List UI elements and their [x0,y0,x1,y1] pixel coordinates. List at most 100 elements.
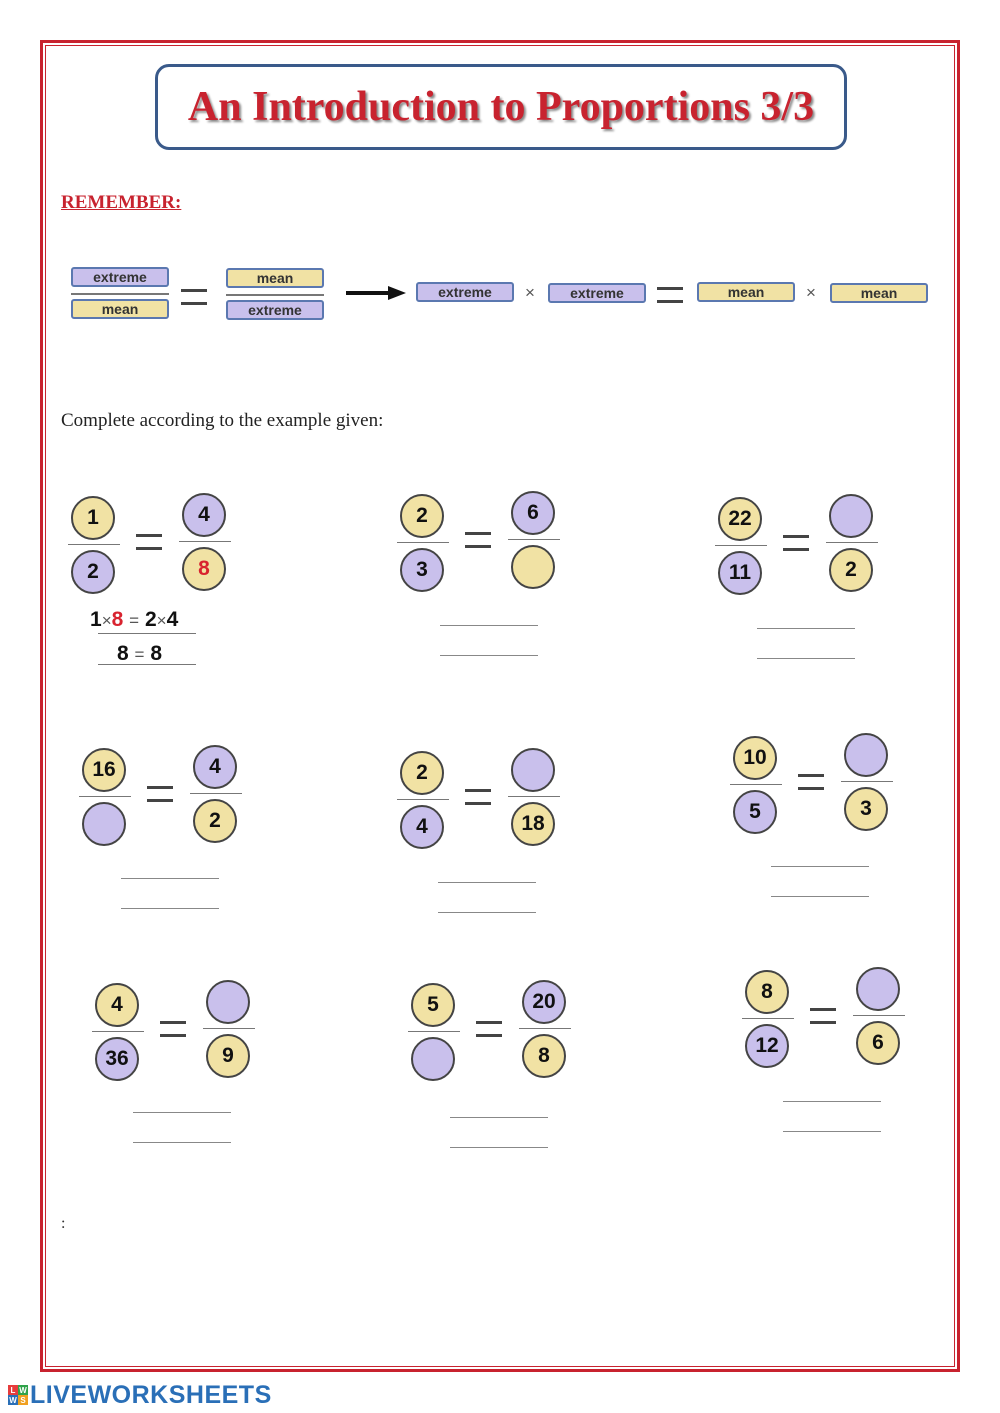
brand-logo: L W W S LIVEWORKSHEETS [8,1380,272,1409]
fraction-bar [519,1028,571,1029]
work-equals: = [134,645,145,664]
mean-b-circle[interactable] [82,802,126,846]
rule-equals-1 [181,289,207,305]
answer-line-8-2[interactable] [783,1131,881,1132]
footer-colon: : [61,1215,66,1232]
work-times: × [156,611,167,630]
answer-line-1-1[interactable] [440,625,538,626]
fraction-bar [826,542,878,543]
equals-sign [476,1021,502,1037]
answer-line-5-1[interactable] [771,866,869,867]
fraction-bar [397,799,449,800]
fraction-bar [68,544,120,545]
work-underline-1 [98,633,196,634]
mean-b-circle: 5 [733,790,777,834]
fraction-bar [397,542,449,543]
extreme-d-circle[interactable] [511,545,555,589]
answer-line-7-2[interactable] [450,1147,548,1148]
extreme-d-circle: 3 [844,787,888,831]
equals-sign [136,534,162,550]
answer-line-7-1[interactable] [450,1117,548,1118]
rule-mean-1: mean [71,299,169,319]
example-work-line-2: 8 = 8 [117,642,162,666]
fraction-bar [203,1028,255,1029]
extreme-a-circle: 4 [95,983,139,1027]
answer-line-2-1[interactable] [757,628,855,629]
work-underline-2 [98,664,196,665]
answer-line-3-1[interactable] [121,878,219,879]
work-term: 2 [144,608,157,631]
answer-line-3-2[interactable] [121,908,219,909]
fraction-bar [715,545,767,546]
mean-b-circle: 11 [718,551,762,595]
rule-mean-2: mean [226,268,324,288]
remember-label: REMEMBER: [61,192,182,213]
mean-c-circle[interactable] [856,967,900,1011]
extreme-a-circle: 5 [411,983,455,1027]
extreme-a-circle: 2 [400,751,444,795]
fraction-bar [508,796,560,797]
fraction-bar [742,1018,794,1019]
example-work-line-1: 1×8 = 2×4 [90,608,178,632]
fraction-bar [508,539,560,540]
mean-c-circle: 6 [511,491,555,535]
example-extreme-d: 8 [182,547,226,591]
answer-line-1-2[interactable] [440,655,538,656]
work-term: 4 [166,608,179,631]
work-term: 1 [90,608,102,631]
equals-sign [160,1021,186,1037]
answer-line-4-1[interactable] [438,882,536,883]
mean-c-circle: 4 [193,745,237,789]
proportion-problem-7: 5 20 8 [408,980,608,1160]
mean-b-circle[interactable] [411,1037,455,1081]
mean-c-circle[interactable] [206,980,250,1024]
rule-times-2: × [806,283,816,302]
answer-line-6-1[interactable] [133,1112,231,1113]
arrow-right-icon [346,286,406,300]
mean-c-circle[interactable] [844,733,888,777]
extreme-d-circle: 6 [856,1021,900,1065]
page-title: An Introduction to Proportions 3/3 [187,84,815,130]
page-border-outer [40,40,960,1372]
extreme-a-circle: 8 [745,970,789,1014]
instruction-text: Complete according to the example given: [61,410,384,431]
fraction-bar [853,1015,905,1016]
example-mean-c: 4 [182,493,226,537]
rule-extreme-2: extreme [226,300,324,320]
rule-equals-2 [657,287,683,303]
rule-extreme-1: extreme [71,267,169,287]
title-box: An Introduction to Proportions 3/3 [155,64,847,150]
example-extreme-a: 1 [71,496,115,540]
answer-line-6-2[interactable] [133,1142,231,1143]
extreme-a-circle: 16 [82,748,126,792]
fraction-bar [79,796,131,797]
rule-times-1: × [525,283,535,302]
answer-line-5-2[interactable] [771,896,869,897]
rule-fraction-bar-1 [71,293,169,295]
answer-line-4-2[interactable] [438,912,536,913]
fraction-bar [408,1031,460,1032]
brand-name: LIVEWORKSHEETS [30,1380,272,1409]
extreme-d-circle: 8 [522,1034,566,1078]
mean-c-circle: 20 [522,980,566,1024]
mean-c-circle[interactable] [829,494,873,538]
answer-line-8-1[interactable] [783,1101,881,1102]
mean-c-circle[interactable] [511,748,555,792]
work-equals: = [129,611,140,630]
extreme-d-circle: 2 [829,548,873,592]
rule-mean-4: mean [830,283,928,303]
equals-sign [147,786,173,802]
rule-extreme-3: extreme [416,282,514,302]
rule-extreme-4: extreme [548,283,646,303]
answer-line-2-2[interactable] [757,658,855,659]
mean-b-circle: 4 [400,805,444,849]
work-term: 8 [150,642,162,665]
equals-sign [810,1008,836,1024]
work-answer: 8 [111,608,124,631]
